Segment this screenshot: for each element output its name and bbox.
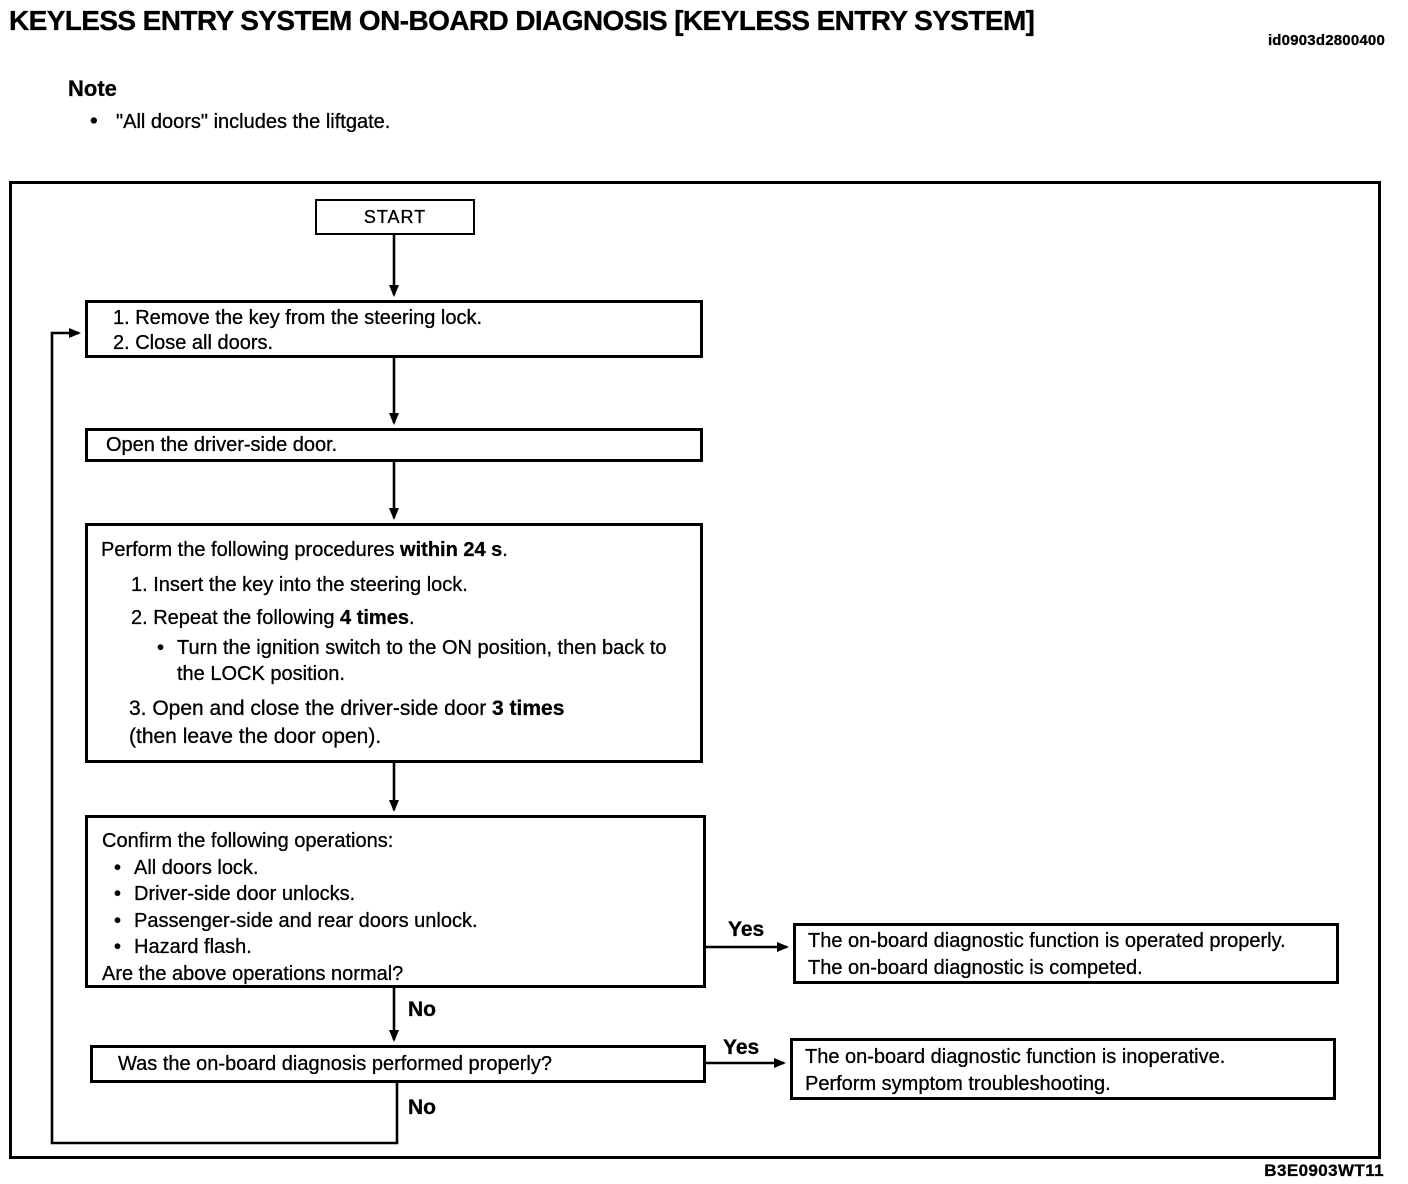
step4-bullet-text: Driver-side door unlocks. [134, 883, 356, 905]
step3-sub-line: Turn the ignition switch to the ON posit… [177, 637, 667, 659]
step3-intro-bold: within 24 s [400, 539, 503, 561]
result-ng-line: Perform symptom troubleshooting. [805, 1073, 1111, 1095]
step3-intro: Perform the following procedures within … [101, 537, 700, 563]
figure-id: B3E0903WT11 [1264, 1161, 1384, 1180]
label-no-question2: No [408, 1096, 436, 1119]
question2-box: Was the on-board diagnosis performed pro… [90, 1045, 706, 1083]
start-label: START [363, 207, 427, 227]
question2-text: Was the on-board diagnosis performed pro… [118, 1053, 552, 1075]
step3-box: Perform the following procedures within … [85, 523, 703, 763]
result-ok-line: The on-board diagnostic is competed. [808, 957, 1143, 979]
result-ng-line: The on-board diagnostic function is inop… [805, 1046, 1226, 1068]
step4-bullet: All doors lock. [114, 855, 703, 882]
step4-bullet-text: Hazard flash. [134, 936, 252, 958]
step3-item3-line2: (then leave the door open). [129, 725, 382, 748]
step3-item2-pre: 2. Repeat the following [131, 607, 341, 629]
step3-sub-bullet: Turn the ignition switch to the ON posit… [157, 635, 700, 661]
step3-item3-bold: 3 times [492, 697, 565, 720]
step4-bullet: Hazard flash. [114, 934, 703, 961]
step3-sub-line2: the LOCK position. [177, 663, 345, 685]
doc-id: id0903d2800400 [1267, 32, 1385, 49]
bullet-icon [114, 857, 134, 879]
bullet-icon [90, 111, 116, 133]
step4-box: Confirm the following operations: All do… [85, 815, 706, 988]
step3-item1: 1. Insert the key into the steering lock… [131, 574, 468, 596]
result-ng-box: The on-board diagnostic function is inop… [790, 1038, 1336, 1100]
flowchart-frame [9, 181, 1381, 1159]
step3-item3: 3. Open and close the driver-side door 3… [129, 696, 700, 722]
step3-item3-pre: 3. Open and close the driver-side door [129, 697, 493, 720]
step4-bullet-text: Passenger-side and rear doors unlock. [134, 909, 478, 932]
result-ok-line: The on-board diagnostic function is oper… [808, 930, 1286, 952]
step2-text: Open the driver-side door. [106, 434, 338, 456]
step4-bullet-text: All doors lock. [134, 856, 259, 879]
result-ok-box: The on-board diagnostic function is oper… [793, 923, 1339, 984]
step4-bullet: Passenger-side and rear doors unlock. [114, 908, 703, 935]
label-yes-question2: Yes [723, 1036, 760, 1059]
step4-intro: Confirm the following operations: [102, 830, 394, 852]
step3-intro-pre: Perform the following procedures [101, 539, 401, 561]
note-bullet-text: "All doors" includes the liftgate. [116, 111, 391, 133]
step4-bullet: Driver-side door unlocks. [114, 881, 703, 908]
step3-item2-post: . [408, 607, 415, 629]
bullet-icon [114, 910, 134, 932]
label-yes-step4: Yes [728, 918, 765, 941]
note-bullet: "All doors" includes the liftgate. [90, 108, 391, 134]
bullet-icon [114, 936, 134, 958]
label-no-step4: No [408, 998, 436, 1021]
step1-box: 1. Remove the key from the steering lock… [85, 300, 703, 358]
step3-item2-bold: 4 times [340, 607, 409, 629]
step2-box: Open the driver-side door. [85, 428, 703, 462]
bullet-icon [114, 883, 134, 905]
start-node: START [315, 199, 475, 235]
page-title: KEYLESS ENTRY SYSTEM ON-BOARD DIAGNOSIS … [9, 5, 1035, 36]
step1-line: 1. Remove the key from the steering lock… [113, 307, 483, 329]
note-heading: Note [68, 76, 117, 101]
step3-item2: 2. Repeat the following 4 times. [131, 605, 700, 631]
bullet-icon [157, 637, 177, 659]
step1-line: 2. Close all doors. [113, 332, 274, 354]
step3-intro-post: . [502, 539, 508, 561]
step4-question: Are the above operations normal? [102, 962, 404, 985]
